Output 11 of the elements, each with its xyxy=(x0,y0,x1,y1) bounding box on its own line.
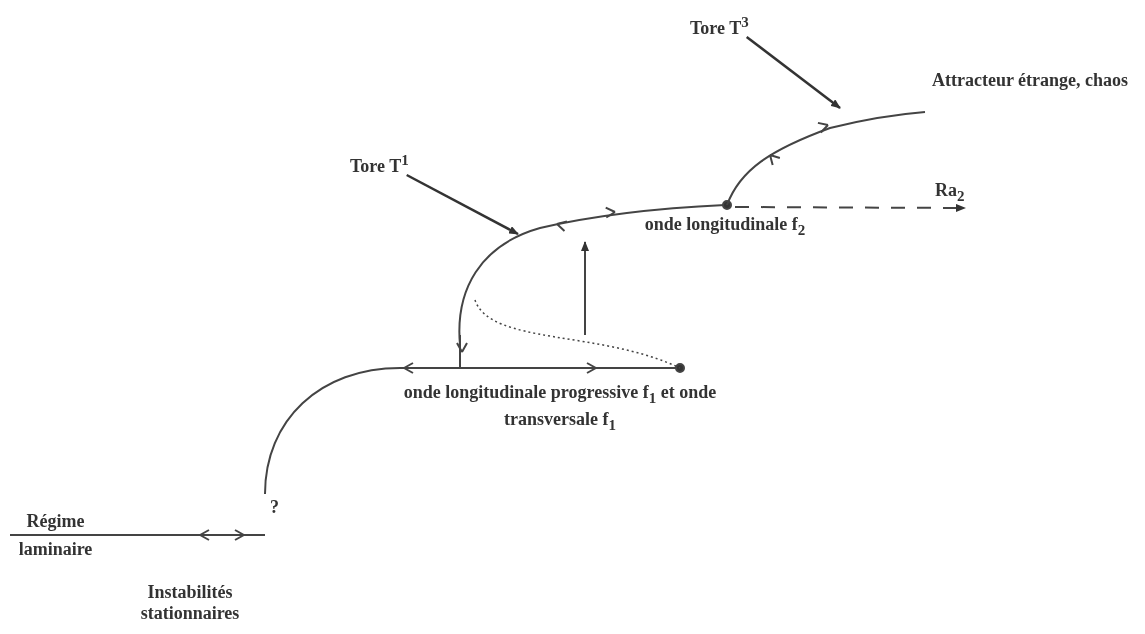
state-label: onde longitudinale f$_{2}$ xyxy=(643,214,807,240)
parameter-label: Ra$_{2}$ xyxy=(935,180,966,206)
state-label: Attracteur étrange, chaos xyxy=(930,70,1130,91)
state-label: Instabilités stationnaires xyxy=(139,582,241,624)
state-label: onde longitudinale progressive f$_{1}$ et onde transversale f$_{1}$ xyxy=(402,382,718,435)
state-label: Régime laminaire xyxy=(17,510,94,561)
leader-line xyxy=(745,36,841,109)
question-mark: ? xyxy=(270,497,280,518)
annotation-label: Tore T$^{1}$ xyxy=(350,150,409,177)
leader-line xyxy=(406,173,519,236)
annotation-label: Tore T$^{3}$ xyxy=(690,12,749,39)
